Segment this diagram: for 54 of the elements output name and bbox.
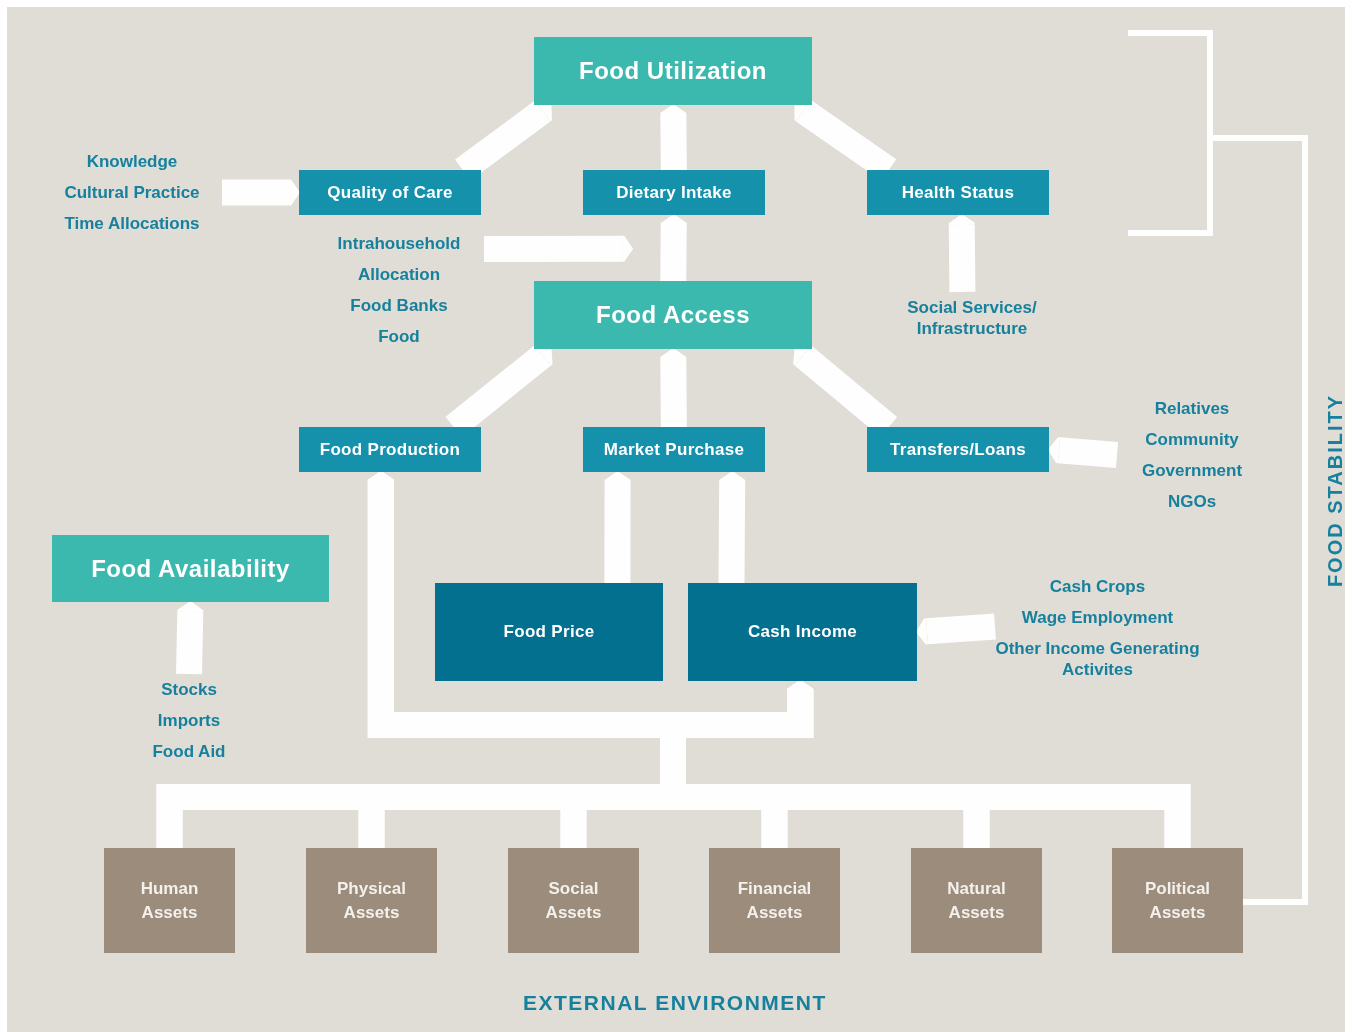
factor-label: Wage Employment bbox=[1021, 607, 1174, 629]
box-label: Social Assets bbox=[544, 877, 603, 924]
box-label: Transfers/Loans bbox=[890, 439, 1026, 460]
box-label: Dietary Intake bbox=[616, 182, 732, 203]
factor-box bbox=[299, 170, 481, 215]
pillar-box bbox=[534, 281, 812, 349]
factor-label: Food Banks bbox=[350, 295, 448, 317]
factor-box bbox=[867, 170, 1049, 215]
box-label: Food Availability bbox=[91, 554, 290, 583]
factor-label: Other Income Generating Activites bbox=[995, 638, 1200, 681]
asset-box bbox=[306, 848, 437, 953]
box-label: Food Price bbox=[503, 622, 595, 642]
box-label: Quality of Care bbox=[327, 182, 453, 203]
factor-label: Cultural Practice bbox=[64, 182, 200, 204]
income-box bbox=[688, 583, 917, 681]
factor-label: Knowledge bbox=[86, 151, 178, 173]
factor-label: Food bbox=[378, 326, 420, 348]
pillar-box bbox=[52, 535, 329, 602]
asset-box bbox=[709, 848, 840, 953]
box-label: Physical Assets bbox=[336, 877, 407, 924]
box-label: Human Assets bbox=[139, 877, 200, 924]
factor-label: Intrahousehold bbox=[337, 233, 461, 255]
box-label: Food Access bbox=[596, 301, 750, 329]
asset-box bbox=[508, 848, 639, 953]
box-label: Financial Assets bbox=[736, 877, 813, 924]
box-label: Food Production bbox=[319, 439, 461, 460]
box-label: Cash Income bbox=[747, 622, 858, 642]
factor-label: Relatives bbox=[1154, 398, 1230, 420]
factor-label: Social Services/ Infrastructure bbox=[906, 297, 1038, 340]
factor-label: NGOs bbox=[1167, 491, 1217, 513]
factor-label: Government bbox=[1141, 460, 1243, 482]
factor-label: Community bbox=[1145, 429, 1239, 451]
box-label: Market Purchase bbox=[603, 439, 745, 460]
asset-box bbox=[911, 848, 1042, 953]
box-label: Health Status bbox=[901, 182, 1015, 203]
footer-label: EXTERNAL ENVIRONMENT bbox=[523, 991, 827, 1015]
income-box bbox=[435, 583, 663, 681]
factor-label: Time Allocations bbox=[64, 213, 200, 235]
box-label: Food Utilization bbox=[579, 57, 767, 85]
factor-box bbox=[867, 427, 1049, 472]
box-label: Political Assets bbox=[1143, 877, 1212, 924]
asset-box bbox=[1112, 848, 1243, 953]
factor-box bbox=[299, 427, 481, 472]
factor-label: Food Aid bbox=[152, 741, 226, 763]
pillar-box bbox=[534, 37, 812, 105]
factor-label: Imports bbox=[157, 710, 221, 732]
factor-box bbox=[583, 170, 765, 215]
factor-label: Allocation bbox=[357, 264, 441, 286]
box-label: Natural Assets bbox=[946, 877, 1007, 924]
side-label: FOOD STABILITY bbox=[1323, 393, 1347, 587]
asset-box bbox=[104, 848, 235, 953]
factor-label: Stocks bbox=[161, 679, 217, 701]
factor-box bbox=[583, 427, 765, 472]
factor-label: Cash Crops bbox=[1049, 576, 1146, 598]
